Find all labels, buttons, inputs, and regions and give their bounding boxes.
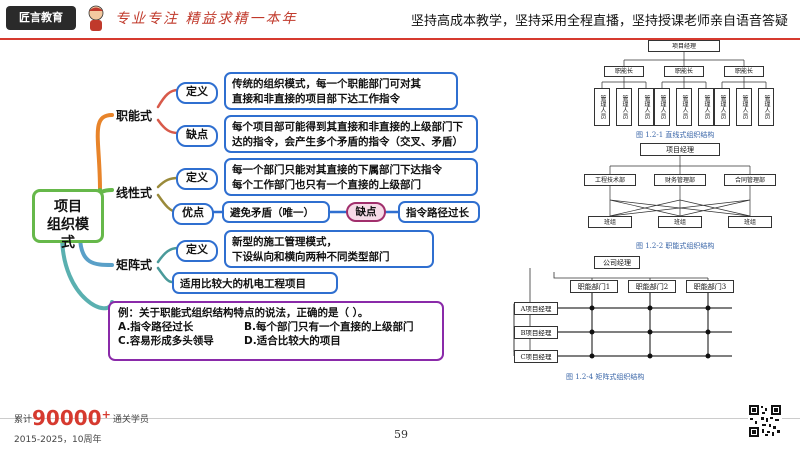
linear-advantage-text: 避免矛盾（唯一） — [222, 201, 330, 223]
header-divider — [0, 38, 800, 40]
fig3-project-node-c: C项目经理 — [514, 350, 558, 363]
linear-advantage-tag: 优点 — [172, 203, 214, 225]
fig1-leaf: 管理人员 — [676, 88, 692, 126]
fig3-dept-node-1: 职能部门1 — [570, 280, 618, 293]
mascot-icon — [84, 4, 108, 32]
footer-divider — [0, 418, 800, 419]
fig1-leaf: 管理人员 — [654, 88, 670, 126]
fig3-dept-node-2: 职能部门2 — [628, 280, 676, 293]
header-bar — [0, 0, 800, 38]
fig2-top-node: 项目经理 — [640, 143, 720, 156]
fig1-leaf: 管理人员 — [594, 88, 610, 126]
fig2-mid-node-1: 工程技术部 — [584, 174, 636, 186]
fig3-company-node: 公司经理 — [594, 256, 640, 269]
functional-defect-text: 每个项目部可能得到其直接和非直接的上级部门下 达的指令，会产生多个矛盾的指令（交… — [224, 115, 478, 153]
linear-definition-text: 每一个部门只能对其直接的下属部门下达指令 每个工作部门也只有一个直接的上级部门 — [224, 158, 478, 196]
question-stem: 例：关于职能式组织结构特点的说法，正确的是（ ）。 — [118, 307, 369, 319]
fig1-leaf: 管理人员 — [736, 88, 752, 126]
fig2-mid-node-2: 财务管理部 — [654, 174, 706, 186]
options-row-2: C.容易形成多头领导 D.适合比较大的项目 — [118, 334, 434, 348]
option-d: D.适合比较大的项目 — [244, 335, 341, 347]
matrix-definition-text: 新型的施工管理模式， 下设纵向和横向两种不同类型部门 — [224, 230, 434, 268]
branch-functional-title: 职能式 — [116, 109, 153, 123]
brand-logo: 匠言教育 — [6, 6, 76, 30]
root-node: 项目 组织模式 — [32, 189, 104, 251]
matrix-definition-tag: 定义 — [176, 240, 218, 262]
fig1-leaf: 管理人员 — [714, 88, 730, 126]
fig1-caption: 图 1.2-1 直线式组织结构 — [636, 131, 715, 139]
footer-years: 2015-2025，10周年 — [14, 435, 102, 445]
fig1-mid-node-3: 职能长 — [724, 66, 764, 77]
fig1-leaf: 管理人员 — [638, 88, 654, 126]
options-row-1: A.指令路径过长 B.每个部门只有一个直接的上级部门 — [118, 320, 434, 334]
option-b: B.每个部门只有一个直接的上级部门 — [244, 321, 414, 333]
fig2-caption: 图 1.2-2 职能式组织结构 — [636, 242, 715, 250]
fig1-leaf: 管理人员 — [758, 88, 774, 126]
fig3-project-node-a: A项目经理 — [514, 302, 558, 315]
fig2-connectors — [609, 156, 751, 217]
fig2-bottom-node-1: 班组 — [588, 216, 632, 228]
matrix-scope-text: 适用比较大的机电工程项目 — [172, 272, 338, 294]
page-number: 59 — [394, 428, 408, 441]
example-question-box: 例：关于职能式组织结构特点的说法，正确的是（ ）。 A.指令路径过长 B.每个部… — [108, 301, 444, 361]
fig1-mid-node-1: 职能长 — [604, 66, 644, 77]
fig1-leaf: 管理人员 — [616, 88, 632, 126]
fig1-connectors — [601, 52, 767, 88]
header-tagline: 坚持高成本教学，坚持采用全程直播，坚持授课老师亲自语音答疑 — [410, 14, 788, 29]
functional-definition-tag: 定义 — [176, 82, 218, 104]
branch-matrix-title: 矩阵式 — [116, 258, 153, 272]
option-a: A.指令路径过长 — [118, 321, 194, 333]
handwritten-slogan: 专业专注 精益求精一本年 — [115, 11, 298, 27]
linear-disadvantage-text: 指令路径过长 — [398, 201, 480, 223]
fig2-mid-node-3: 合同管理部 — [724, 174, 776, 186]
fig2-bottom-node-2: 班组 — [658, 216, 702, 228]
linear-definition-tag: 定义 — [176, 168, 218, 190]
option-c: C.容易形成多头领导 — [118, 335, 214, 347]
branch-linear-title: 线性式 — [116, 186, 153, 200]
functional-defect-tag: 缺点 — [176, 125, 218, 147]
fig3-project-node-b: B项目经理 — [514, 326, 558, 339]
fig3-caption: 图 1.2-4 矩阵式组织结构 — [566, 373, 645, 381]
fig1-top-node: 项目经理 — [648, 40, 720, 52]
footer-stats: 累计 90000 + 通关学员 — [14, 408, 149, 428]
fig1-mid-node-2: 职能长 — [664, 66, 704, 77]
footer-suffix: 通关学员 — [112, 415, 149, 425]
fig3-dept-node-3: 职能部门3 — [686, 280, 734, 293]
qr-code-icon — [748, 404, 782, 438]
footer-plus: + — [101, 408, 111, 421]
fig1-leaf: 管理人员 — [698, 88, 714, 126]
footer-student-count: 90000 — [32, 406, 102, 430]
linear-disadvantage-tag: 缺点 — [346, 202, 386, 222]
footer-prefix: 累计 — [14, 415, 33, 425]
fig2-bottom-node-3: 班组 — [728, 216, 772, 228]
functional-definition-text: 传统的组织模式，每一个职能部门可对其 直接和非直接的项目部下达工作指令 — [224, 72, 458, 110]
